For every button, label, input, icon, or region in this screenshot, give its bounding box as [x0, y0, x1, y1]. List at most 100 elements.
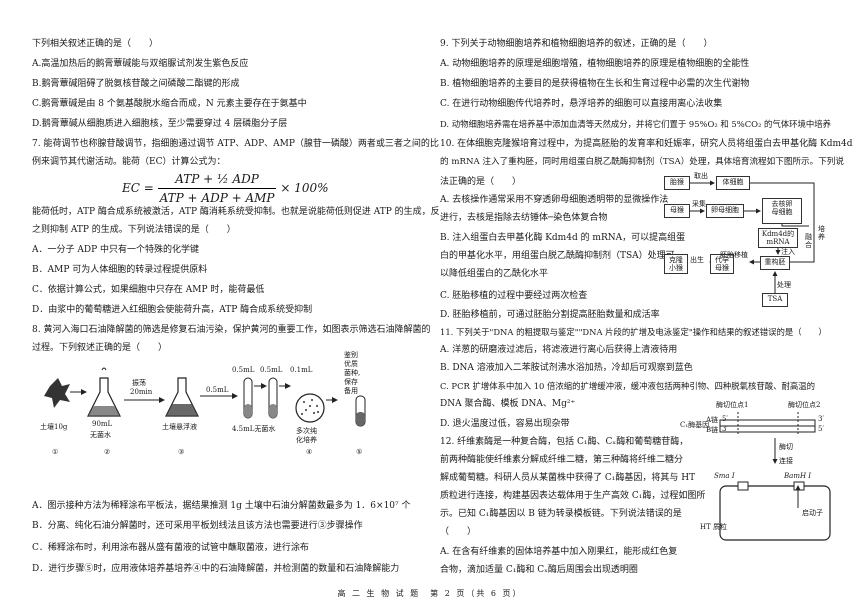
fig8-shake: 振荡	[132, 379, 146, 387]
fig10-kdm-2: mRNA	[766, 238, 790, 247]
q12-figure: 酶切位点1 酶切位点2 C₁酶基因 A链 B链 5′ 3′ 3′ 5′ 酶切 连…	[680, 401, 850, 558]
fig8-soil: 土壤10g	[40, 423, 68, 431]
fig10-surrogate: 代孕 母猴	[710, 254, 734, 274]
fig10-enuc-1: 去核卵	[771, 200, 793, 208]
fig8-identify3: 菌种,	[344, 369, 361, 377]
q12-line-3: 解成葡萄糖。科研人员从某菌株中获得了 C₁酶基因，将其与 HT	[440, 473, 696, 483]
q12-line-6: （ ）	[440, 527, 477, 537]
fig10-fuse2: 合	[805, 241, 812, 249]
fig8-multi2: 化培养	[296, 436, 317, 444]
fig12-gene: C₁酶基因	[680, 421, 710, 429]
q11-option-c-2: DNA 聚合酶、模板 DNA、Mg²⁺	[440, 399, 576, 409]
fig8-shake-time: 20min	[130, 388, 153, 396]
q12-drawing	[719, 412, 831, 541]
fig8-identify5: 备用	[344, 387, 358, 395]
fig10-clone: 克隆 小猴	[664, 254, 688, 274]
fig8-step3: ③	[178, 448, 185, 456]
fig8-v05: 0.5mL	[206, 386, 229, 394]
fig10-clone-2: 小猴	[669, 264, 683, 273]
fig12-three2: 3′	[818, 415, 825, 423]
fig10-mother: 母猴	[664, 204, 690, 218]
q12-line-2: 前两种酶能使纤维素分解成纤维二糖，第三种酶将纤维二糖分	[440, 455, 684, 465]
q10-line-1: 10. 在体细胞克隆猴培育过程中，为提高胚胎的发育率和妊娠率，研究人员将组蛋白去…	[440, 139, 853, 149]
q6-stem: 下列相关叙述正确的是（ ）	[32, 39, 159, 49]
fig8-step5: ⑤	[356, 448, 363, 456]
fig10-fetus: 胎猴	[664, 176, 690, 190]
fig10-birth: 出生	[690, 256, 704, 264]
q10-option-d: D. 胚胎移植前，可通过胚胎分割提高胚胎数量和成活率	[440, 310, 660, 320]
formula-tail: × 100%	[280, 181, 329, 195]
q11-option-a: A. 洋葱的研磨液过滤后，将滤液进行离心后获得上清液待用	[440, 345, 678, 355]
fig10-collect: 采集	[692, 200, 706, 208]
fig10-transfer: 胚胎移植	[720, 251, 748, 259]
fig12-site1: 酶切位点1	[716, 401, 749, 409]
q11-option-d: D. 退火温度过低，容易出现杂带	[440, 419, 570, 429]
fig12-five1: 5′	[722, 415, 729, 423]
soil-icon	[44, 378, 70, 408]
q7-line-4: 之则抑制 ATP 的生成。下列说法错误的是（ ）	[32, 225, 236, 235]
fig8-v01: 0.1mL	[290, 366, 313, 374]
q7-line-2: 例来调节其代谢活动。能荷（EC）计算公式为：	[32, 157, 226, 167]
q10-option-a-2: 进行，去核是指除去纺锤体─染色体复合物	[440, 213, 608, 223]
fig10-kdm-mrna: Kdm4d的 mRNA	[758, 228, 798, 248]
q10-figure: 胎猴 取出 体细胞 母猴 采集 卵母细胞 去核卵 母细胞 Kdm4d的 mRNA…	[664, 172, 834, 314]
q9-option-d: D. 动物细胞培养需在培养基中添加血清等天然成分，并将它们置于 95%O₂ 和 …	[440, 119, 832, 129]
fig10-surrogate-1: 代孕	[715, 256, 729, 264]
q7-line-3: 能荷低时，ATP 酶合成系统被激活，ATP 酶消耗系统受抑制。也就是说能荷低则促…	[32, 207, 440, 217]
fig10-take: 取出	[694, 172, 708, 180]
q8-line-2: 过程。下列叙述正确的是（ ）	[32, 343, 168, 353]
formula-denominator: ATP + ADP + AMP	[159, 191, 275, 205]
q10-line-2: 的 mRNA 注入了重构胚，同时用组蛋白脱乙酰酶抑制剂（TSA）处理，具体培育流…	[440, 157, 844, 167]
q10-option-c: C. 胚胎移植的过程中要经过两次检查	[440, 291, 588, 301]
fig10-enucleated: 去核卵 母细胞	[762, 198, 802, 224]
q7-option-a: A．一分子 ADP 中只有一个特殊的化学键	[32, 245, 199, 255]
fig8-v05b: 0.5mL	[232, 366, 255, 374]
fig12-promoter: 启动子	[802, 509, 823, 517]
fig12-ligate: 连接	[779, 457, 793, 465]
fig10-oocyte: 卵母细胞	[706, 204, 744, 218]
fig12-plasmid: HT 质粒	[700, 523, 727, 531]
fig12-bchain: B链	[706, 426, 719, 434]
fig8-identify4: 保存	[344, 378, 358, 386]
fig12-bam: BamH I	[784, 472, 812, 480]
fig8-identify2: 优质	[344, 360, 358, 368]
fig10-enuc-2: 母细胞	[771, 208, 793, 217]
q10-line-3: 法正确的是（ ）	[440, 177, 522, 187]
q9-stem: 9. 下列关于动物细胞培养和植物细胞培养的叙述，正确的是（ ）	[440, 39, 713, 49]
fig10-soma: 体细胞	[716, 176, 750, 190]
q8-figure-drawing	[44, 367, 366, 427]
q11-line-1: 11. 下列关于"DNA 的粗提取与鉴定""DNA 片段的扩增及电泳鉴定"操作和…	[440, 327, 827, 337]
q6-option-c: C.鹅膏蕈碱是由 8 个氨基酸脱水缩合而成，N 元素主要存在于氨基中	[32, 99, 307, 109]
q12-line-5: 示。已知 C₁酶基因以 B 链为转录模板链。下列说法错误的是	[440, 509, 682, 519]
energy-charge-formula: EC = ATP + ½ ADP ATP + ADP + AMP × 100%	[122, 170, 329, 207]
q8-option-d: D．进行步骤⑤时，应用液体培养基培养④中的石油降解菌，并检测菌的数量和石油降解能…	[32, 564, 400, 574]
formula-lhs: EC =	[122, 181, 154, 195]
fig8-water45: 4.5mL无菌水	[232, 425, 276, 433]
fig10-clone-1: 克隆	[669, 256, 683, 264]
q8-option-c: C．稀释涂布时，利用涂布器从盛有菌液的试管中蘸取菌液，进行涂布	[32, 543, 309, 553]
q9-option-c: C. 在进行动物细胞传代培养时，悬浮培养的细胞可以直接用离心法收集	[440, 99, 723, 109]
fig10-culture: 培	[818, 225, 825, 233]
fig8-step4: ④	[306, 448, 313, 456]
q6-option-d: D.鹅膏蕈碱从细胞质进入细胞核，至少需要穿过 4 层磷脂分子层	[32, 119, 288, 129]
q10-option-b-1: B. 注入组蛋白去甲基化酶 Kdm4d 的 mRNA，可以提高组蛋	[440, 233, 686, 243]
fig10-kdm-1: Kdm4d的	[761, 230, 795, 238]
page-footer: 高 二 生 物 试 题 第 2 页（共 6 页）	[337, 589, 523, 598]
fig8-v05c: 0.5mL	[260, 366, 283, 374]
fig10-inject: 注入	[781, 248, 795, 256]
q12-option-a-1: A. 在含有纤维素的固体培养基中加入刚果红，能形成红色复	[440, 547, 678, 557]
formula-numerator: ATP + ½ ADP	[157, 170, 277, 189]
q7-option-b: B．AMP 可为人体细胞的转录过程提供原料	[32, 265, 208, 275]
fig12-site2: 酶切位点2	[788, 401, 821, 409]
q8-option-a: A．图示接种方法为稀释涂布平板法，据结果推测 1g 土壤中石油分解菌数最多为 1…	[32, 501, 411, 511]
fig8-suspension: 土壤悬浮液	[162, 423, 197, 431]
q11-option-b: B. DNA 溶液加入二苯胺试剂沸水浴加热，冷却后可观察到蓝色	[440, 363, 693, 373]
fig10-tsa: TSA	[762, 293, 788, 307]
q6-option-a: A.高温加热后的鹅膏蕈碱能与双缩脲试剂发生紫色反应	[32, 59, 249, 69]
fig8-step1: ①	[52, 448, 59, 456]
plasmid-ring	[719, 485, 831, 541]
q7-line-1: 7. 能荷调节也称腺苷酸调节，指细胞通过调节 ATP、ADP、AMP（腺苷一磷酸…	[32, 139, 439, 149]
fig8-step2: ②	[104, 448, 111, 456]
q9-option-b: B. 植物细胞培养的主要目的是获得植物在生长和生育过程中必需的次生代谢物	[440, 79, 750, 89]
fig10-treat: 处理	[777, 281, 791, 289]
